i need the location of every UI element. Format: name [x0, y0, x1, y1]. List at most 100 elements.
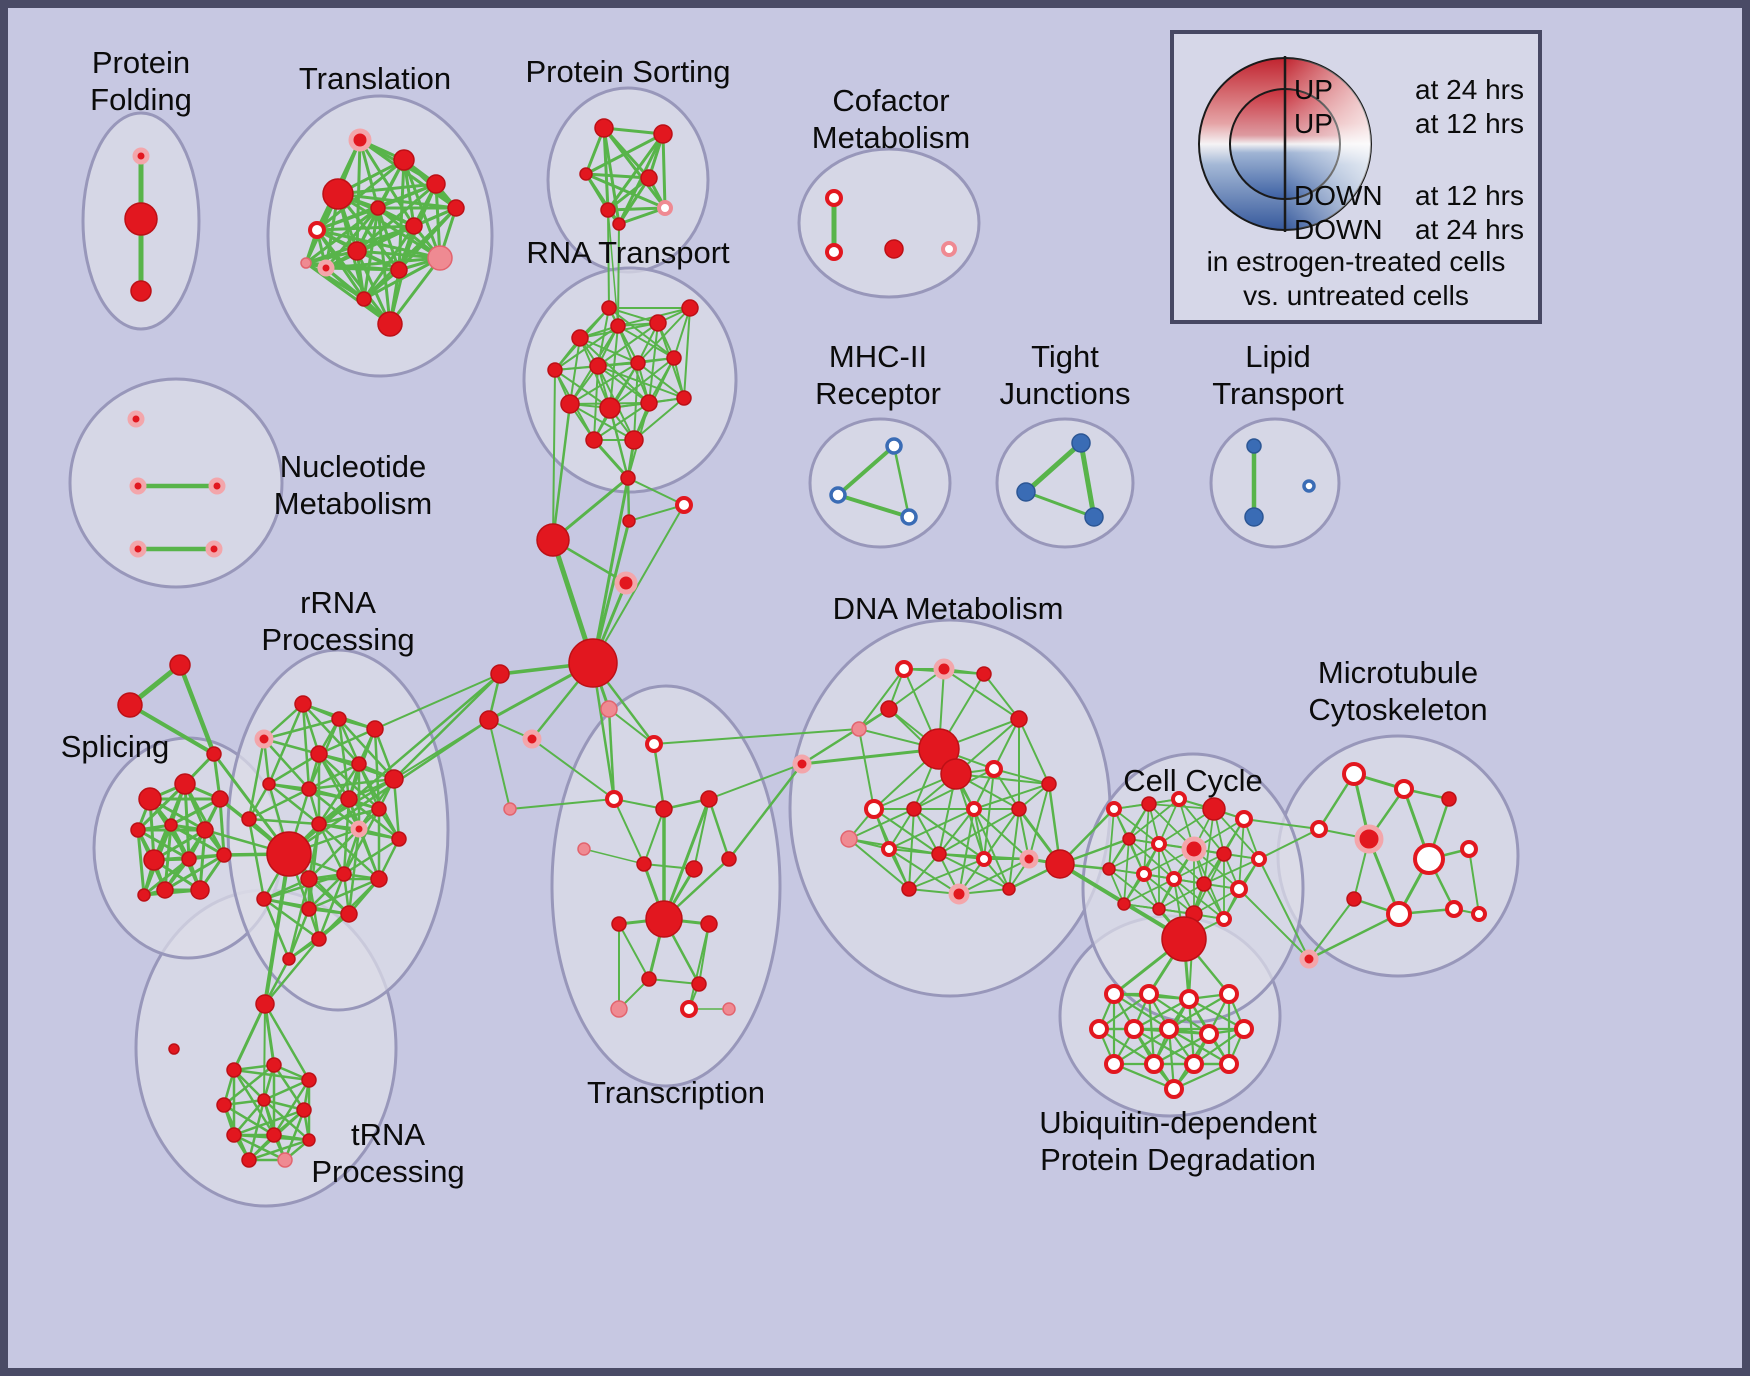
network-node	[976, 851, 992, 867]
network-edge	[607, 209, 610, 309]
network-node	[657, 200, 673, 216]
network-edge	[307, 762, 361, 791]
network-edge	[938, 808, 1020, 855]
network-node	[579, 167, 593, 181]
network-edge	[848, 838, 910, 890]
network-node	[1124, 1019, 1144, 1039]
network-edge	[392, 672, 502, 781]
network-node	[130, 280, 152, 302]
network-edge	[554, 369, 611, 409]
cluster-ellipse-lipid-transport	[1209, 417, 1341, 549]
network-edge	[247, 1138, 311, 1162]
network-edge	[262, 1078, 311, 1102]
network-node	[547, 362, 563, 378]
network-node	[347, 241, 367, 261]
network-edge	[661, 132, 667, 210]
network-edge	[708, 763, 803, 800]
network-edge	[247, 1098, 266, 1162]
network-edge	[317, 762, 361, 826]
network-node	[601, 300, 617, 316]
network-node	[196, 821, 214, 839]
network-edge	[584, 172, 667, 210]
network-node	[427, 245, 453, 271]
legend-time-label: at 12 hrs	[1415, 108, 1524, 139]
network-edge	[283, 1108, 306, 1162]
network-edge	[602, 126, 667, 210]
network-node	[255, 994, 275, 1014]
network-node	[256, 891, 272, 907]
cluster-label-dna-metabolism: DNA Metabolism	[832, 591, 1064, 626]
legend-rings-diagram	[1198, 56, 1372, 232]
network-node	[640, 394, 658, 412]
network-edge	[1112, 1062, 1176, 1091]
network-node	[676, 390, 692, 406]
network-node	[1234, 1019, 1254, 1039]
network-edge	[958, 858, 1030, 895]
network-edge	[232, 1133, 287, 1162]
network-edge	[1078, 440, 1097, 520]
network-node	[340, 905, 358, 923]
network-edge	[307, 827, 361, 881]
network-node	[143, 849, 165, 871]
network-node	[1251, 851, 1267, 867]
network-edge	[263, 852, 291, 1006]
network-edge	[509, 798, 615, 810]
network-node	[164, 818, 178, 832]
network-node	[825, 243, 843, 261]
network-edge	[315, 224, 416, 232]
network-node	[681, 299, 699, 317]
network-edge	[301, 702, 311, 791]
network-node	[174, 773, 196, 795]
network-node	[881, 841, 897, 857]
cluster-label-protein-sorting: Protein Sorting	[525, 54, 731, 89]
network-node	[1164, 1079, 1184, 1099]
network-node	[1152, 902, 1166, 916]
network-node	[310, 745, 328, 763]
network-edge	[613, 798, 645, 865]
network-edge	[597, 365, 685, 399]
network-node	[322, 178, 354, 210]
legend-box: UP at 24 hrs UP at 12 hrs DOWN at 12 hrs…	[1170, 30, 1542, 324]
network-edge	[973, 808, 985, 860]
network-node	[311, 816, 327, 832]
network-edge	[1158, 798, 1180, 845]
network-node	[348, 128, 372, 152]
network-node	[622, 514, 636, 528]
network-node	[1299, 949, 1319, 969]
network-edge	[183, 782, 191, 861]
network-node	[262, 777, 276, 791]
network-node	[1179, 989, 1199, 1009]
network-node	[130, 822, 146, 838]
network-node	[1161, 916, 1207, 962]
network-node	[640, 169, 658, 187]
network-node	[384, 769, 404, 789]
network-edge	[1203, 858, 1260, 885]
network-edge	[1192, 1027, 1246, 1066]
network-edge	[262, 737, 321, 756]
legend-caption-line1: in estrogen-treated cells	[1206, 246, 1506, 277]
network-edge	[315, 228, 392, 326]
network-node	[301, 901, 317, 917]
network-edge	[1123, 878, 1175, 905]
network-node	[1460, 840, 1478, 858]
network-node	[447, 199, 465, 217]
network-edge	[317, 872, 346, 941]
network-edge	[1097, 992, 1151, 1031]
network-node	[301, 781, 317, 797]
network-edge	[393, 719, 490, 780]
cluster-ellipse-cofactor-metabolism	[797, 147, 981, 299]
network-node	[1394, 779, 1414, 799]
cluster-label-translation: Translation	[298, 61, 452, 96]
network-node	[405, 217, 423, 235]
network-edge	[232, 1108, 306, 1137]
network-node	[599, 397, 621, 419]
network-edge	[1178, 798, 1225, 855]
network-node	[266, 1057, 282, 1073]
network-edge	[606, 206, 667, 212]
network-node	[589, 357, 607, 375]
